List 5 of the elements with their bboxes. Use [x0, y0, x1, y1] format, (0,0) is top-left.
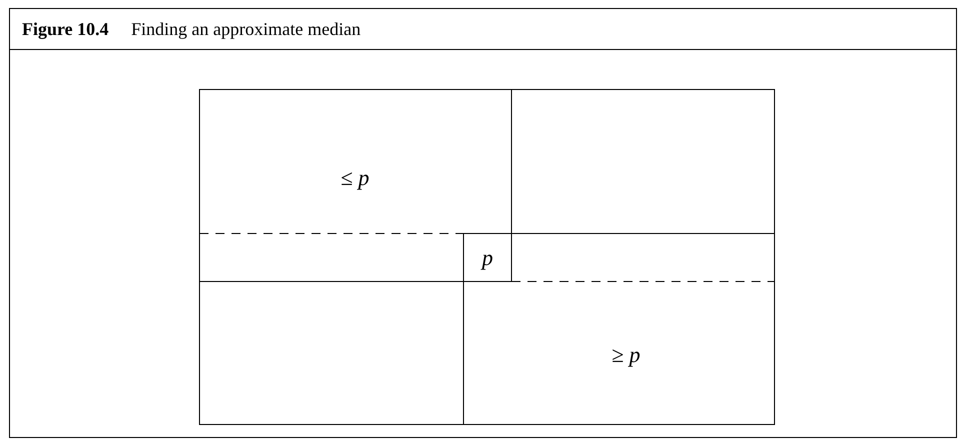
figure-title: Figure 10.4 Finding an approximate median	[22, 18, 361, 40]
region-label: ≥ p	[612, 342, 640, 368]
region-label: ≤ p	[340, 165, 370, 191]
median-label: p	[482, 244, 493, 270]
median-box	[463, 233, 512, 282]
